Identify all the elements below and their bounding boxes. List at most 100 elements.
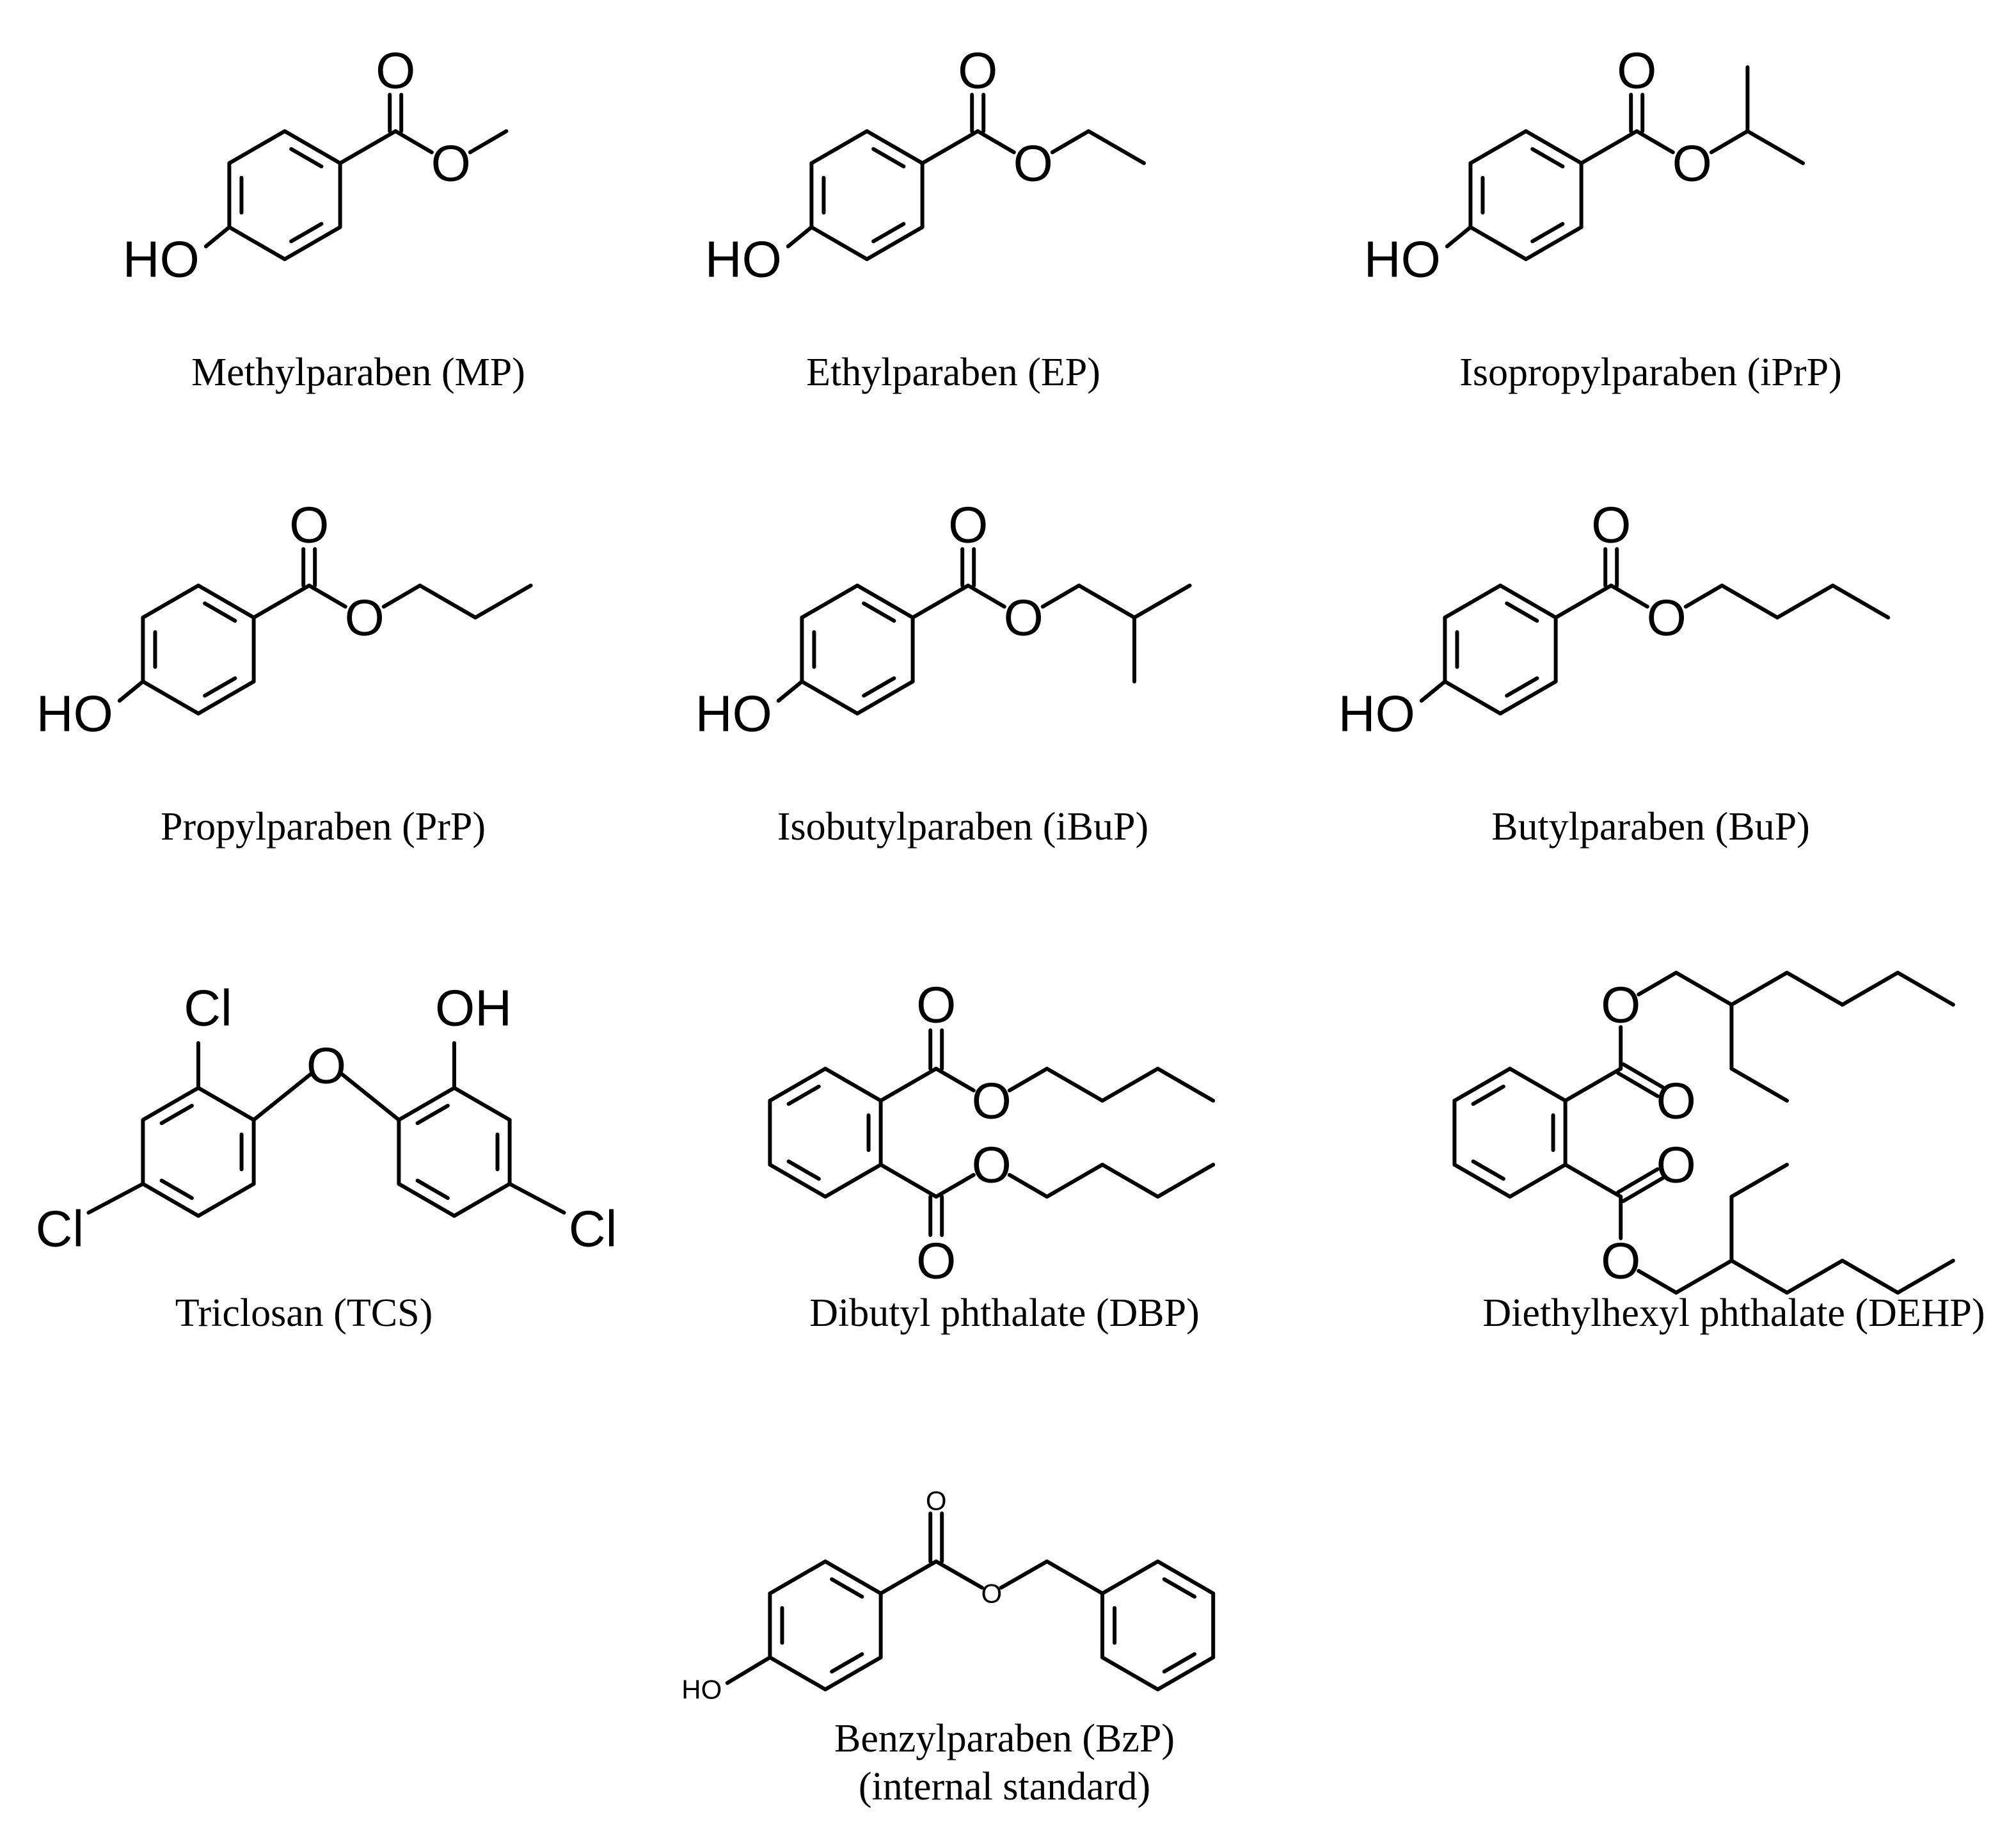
caption-isobutylparaben: Isobutylparaben (iBuP) xyxy=(777,805,1149,849)
bond-hydroxyl xyxy=(1445,225,1473,248)
carbonyl-oxygen-label: O xyxy=(948,497,988,554)
ester-oxygen-label: O xyxy=(972,1073,1012,1129)
carbonyl-oxygen-label: O xyxy=(1656,1137,1696,1193)
bond-to-carbonyl xyxy=(878,1560,939,1595)
carbonyl-oxygen-label: O xyxy=(1656,1073,1696,1129)
ring-double-bond xyxy=(159,1103,194,1126)
ring-double-bond xyxy=(1530,221,1565,244)
chain-bond xyxy=(1785,1259,1845,1295)
double-bond xyxy=(1621,1062,1665,1090)
chain-bond xyxy=(1674,971,1734,1007)
chain-bond xyxy=(1045,1560,1104,1595)
chain-bond xyxy=(1775,584,1835,619)
caption-dibutyl-phthalate: Dibutyl phthalate (DBP) xyxy=(809,1291,1200,1335)
chlorine-label: Cl xyxy=(36,1201,84,1257)
chain-bond xyxy=(381,584,422,609)
ring-bond xyxy=(1498,680,1558,715)
chain-bond xyxy=(1100,1067,1160,1103)
ring-bond xyxy=(1468,129,1528,165)
ring-double-bond xyxy=(415,1103,450,1126)
ester-oxygen-label: O xyxy=(1013,135,1053,192)
bond-ester-oxygen xyxy=(934,1067,976,1092)
ester-oxygen-label: O xyxy=(1601,1233,1640,1289)
ester-oxygen-label: O xyxy=(1672,135,1712,192)
ring-double-bond xyxy=(1162,1652,1197,1674)
ring-bond xyxy=(865,225,925,261)
ester-oxygen-label: O xyxy=(1004,589,1044,646)
caption-internal-standard: (internal standard) xyxy=(858,1765,1151,1808)
ring-bond xyxy=(1498,584,1558,619)
ring-bond xyxy=(855,584,915,619)
bond-hydroxyl xyxy=(725,1656,772,1685)
ring-double-bond xyxy=(159,1178,194,1201)
ring-bond xyxy=(196,1182,256,1218)
caption-benzylparaben: Benzylparaben (BzP) xyxy=(834,1717,1175,1760)
ether-oxygen-label: O xyxy=(306,1037,346,1094)
chain-bond xyxy=(1155,1067,1216,1103)
ring-bond xyxy=(1524,225,1583,261)
caption-propylparaben: Propylparaben (PrP) xyxy=(161,805,486,849)
chain-bond xyxy=(1007,1173,1049,1199)
chain-bond xyxy=(418,584,478,619)
chain-bond xyxy=(1100,1163,1160,1199)
ring-double-bond xyxy=(1505,601,1539,623)
hydroxyl-label: HO xyxy=(36,685,113,742)
chain-bond xyxy=(1729,1067,1790,1103)
ring-double-bond xyxy=(1505,676,1539,698)
ring-bond xyxy=(283,129,342,165)
chain-bond xyxy=(1674,1259,1734,1295)
bond-ester-oxygen xyxy=(1609,584,1649,609)
ring-bond xyxy=(1443,584,1502,619)
caption-diethylhexyl-phthalate: Diethylhexyl phthalate (DEHP) xyxy=(1482,1291,1985,1335)
double-bond xyxy=(1616,1167,1660,1195)
chlorine-bond xyxy=(507,1182,566,1215)
chain-bond xyxy=(1896,1259,1955,1295)
bond-ester-oxygen xyxy=(393,129,434,154)
ring-bond xyxy=(865,129,925,165)
ring-bond xyxy=(452,1182,512,1218)
ring-double-bond xyxy=(289,147,324,169)
ring-bond xyxy=(823,1656,883,1691)
chain-bond xyxy=(1896,971,1955,1007)
chain-bond xyxy=(1729,971,1790,1007)
ring-bond xyxy=(1508,1067,1568,1103)
chain-bond xyxy=(1637,971,1678,996)
ring-bond xyxy=(823,1560,883,1595)
ether-bond xyxy=(251,1073,312,1122)
ring-bond xyxy=(141,1086,200,1122)
hydroxyl-label: OH xyxy=(435,980,512,1037)
ring-bond xyxy=(196,1086,256,1122)
bond-hydroxyl xyxy=(1419,680,1447,703)
chain-bond xyxy=(1637,1269,1678,1295)
ring-bond xyxy=(855,680,915,715)
carbonyl-oxygen-label: O xyxy=(1591,497,1631,554)
double-bond xyxy=(1616,1071,1660,1098)
ring-bond xyxy=(823,1067,883,1103)
caption-triclosan: Triclosan (TCS) xyxy=(175,1291,433,1335)
ring-bond xyxy=(397,1086,456,1122)
chain-bond xyxy=(1709,129,1750,154)
caption-methylparaben: Methylparaben (MP) xyxy=(191,351,525,394)
chain-bond xyxy=(1720,584,1780,619)
ring-bond xyxy=(1452,1163,1512,1199)
bond-to-carbonyl xyxy=(920,129,980,165)
ring-bond xyxy=(1443,680,1502,715)
ring-bond xyxy=(768,1560,827,1595)
bond-to-carbonyl xyxy=(878,1163,939,1199)
bond-hydroxyl xyxy=(203,225,232,248)
ring-bond xyxy=(809,225,869,261)
ester-oxygen-label: O xyxy=(345,589,385,646)
double-bond xyxy=(1621,1176,1665,1203)
ring-bond xyxy=(141,680,200,715)
ring-bond xyxy=(1508,1163,1568,1199)
ring-double-bond xyxy=(1471,1159,1505,1181)
bond-to-carbonyl xyxy=(251,584,312,619)
ring-bond xyxy=(196,680,256,715)
